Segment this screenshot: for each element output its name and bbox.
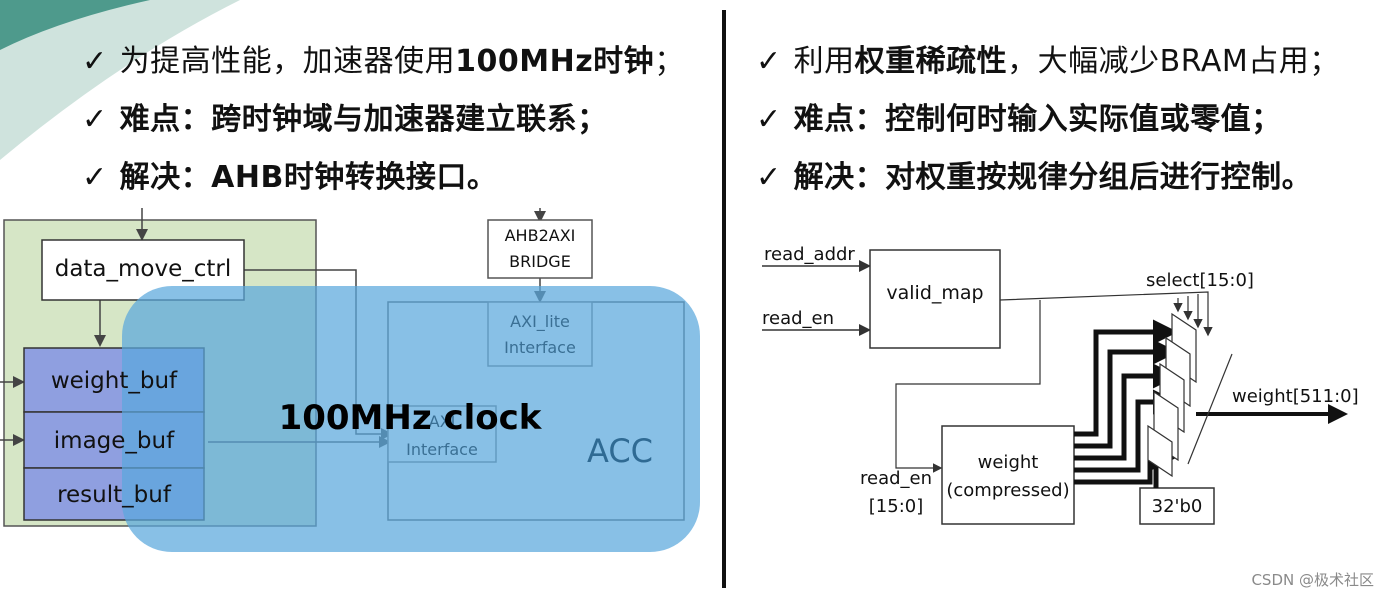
bridge-label-2: BRIDGE	[509, 252, 571, 271]
check-icon: ✓	[756, 102, 782, 137]
weight-compressed-label-2: (compressed)	[946, 480, 1070, 501]
axi-label-1: AXI	[428, 412, 456, 431]
valid-map-box	[869, 249, 1001, 349]
left-diagram-lines	[0, 208, 700, 552]
zero-box	[1139, 487, 1215, 525]
right-bullet-1: ✓利用权重稀疏性，大幅减少BRAM占用；	[756, 44, 1340, 79]
read-addr-label: read_addr	[764, 244, 855, 265]
weight-compressed-label-1: weight	[977, 452, 1039, 473]
zero-label: 32'b0	[1151, 496, 1203, 517]
axi-lite-label-1: AXI_lite	[510, 312, 570, 331]
bridge-label-1: AHB2AXI	[504, 226, 576, 245]
right-bullet-3: ✓解决：对权重按规律分组后进行控制。	[756, 160, 1313, 195]
read-en-bus-label-1: read_en	[859, 468, 933, 489]
check-icon: ✓	[82, 102, 108, 137]
acc-label: ACC	[586, 432, 653, 470]
bridge-box	[487, 219, 593, 279]
check-icon: ✓	[756, 44, 782, 79]
left-diagram: data_move_ctrl weight_buf image_buf resu…	[0, 208, 700, 558]
axi-label-2: Interface	[406, 440, 478, 459]
image-buf-label: image_buf	[53, 428, 175, 454]
weight-compressed-box	[941, 425, 1075, 525]
clock-domain-overlay	[122, 286, 700, 552]
left-bullet-1: ✓为提高性能，加速器使用100MHz时钟；	[82, 44, 685, 79]
left-bullet-3: ✓解决：AHB时钟转换接口。	[82, 160, 498, 195]
check-icon: ✓	[82, 44, 108, 79]
read-en-label: read_en	[762, 308, 835, 329]
check-icon: ✓	[756, 160, 782, 195]
read-en-bus-label-2: [15:0]	[868, 496, 924, 517]
data-move-ctrl-label: data_move_ctrl	[54, 256, 232, 282]
right-diagram-lines	[748, 214, 1374, 536]
left-bullet-2: ✓难点：跨时钟域与加速器建立联系；	[82, 102, 608, 137]
right-diagram: read_addr read_en valid_map select[15:0]…	[748, 214, 1374, 536]
valid-map-label: valid_map	[886, 282, 984, 304]
watermark: CSDN @极术社区	[1251, 571, 1374, 589]
axi-lite-label-2: Interface	[504, 338, 576, 357]
clock-label: 100MHz clock	[278, 398, 542, 438]
vertical-divider	[722, 10, 726, 588]
weight-buf-label: weight_buf	[50, 368, 178, 394]
select-label: select[15:0]	[1146, 270, 1254, 291]
result-buf-label: result_buf	[57, 482, 171, 508]
corner-decoration	[0, 0, 240, 160]
check-icon: ✓	[82, 160, 108, 195]
weight-out-label: weight[511:0]	[1232, 386, 1359, 407]
right-bullet-2: ✓难点：控制何时输入实际值或零值；	[756, 102, 1282, 137]
